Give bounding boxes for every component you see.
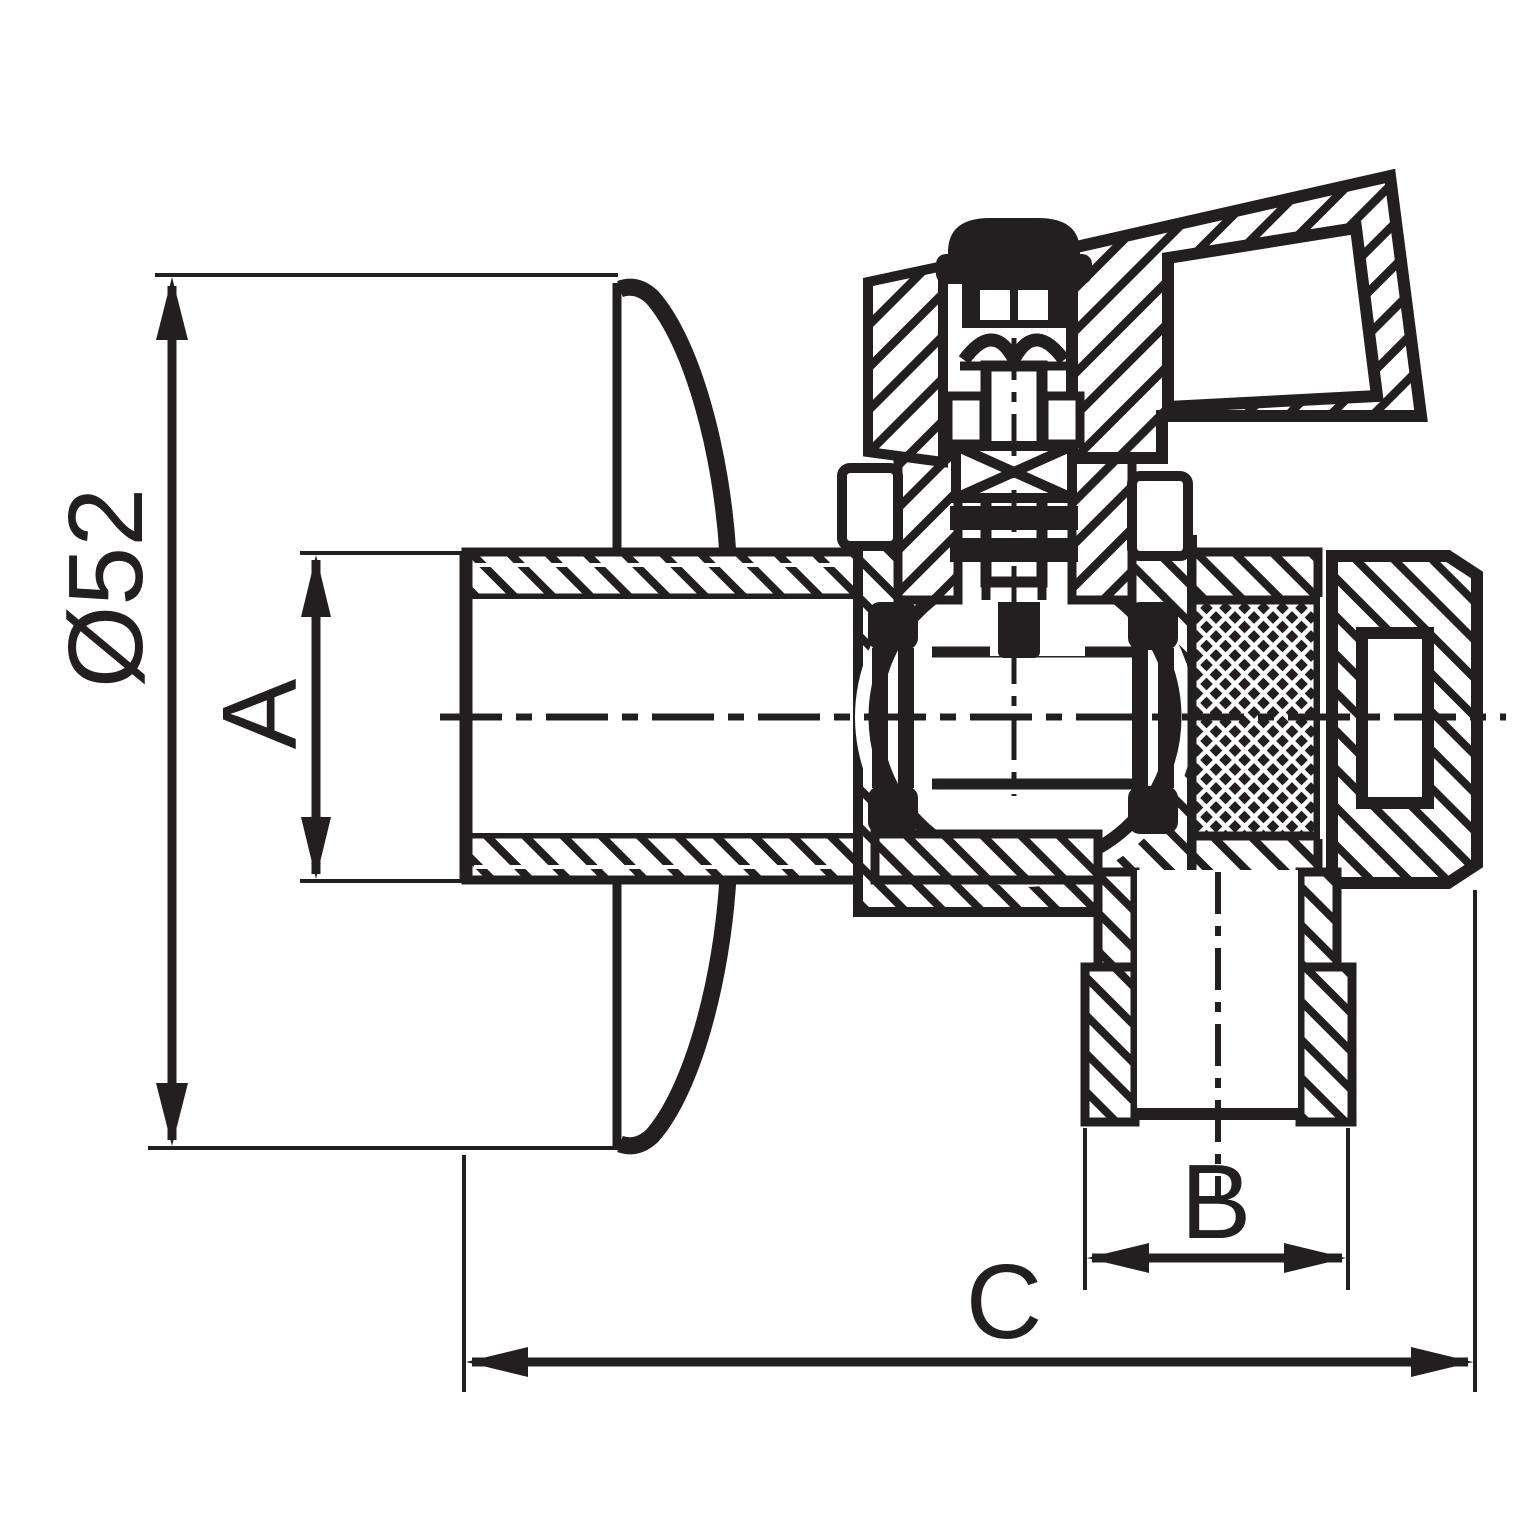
outlet-neck-right-wall [1295, 867, 1342, 974]
dimension-b-label: B [1181, 1143, 1252, 1261]
bonnet-hex-left [837, 463, 903, 551]
dimension-diameter-label: Ø52 [47, 488, 165, 688]
stem-washer-left [943, 391, 989, 449]
handle-hub-left [863, 259, 948, 468]
dimension-c-label: C [966, 1243, 1043, 1361]
stem-washer-right [1039, 391, 1085, 449]
dim-c-arrow-right [1411, 1347, 1473, 1377]
centerlines [440, 262, 1506, 1198]
rosette-bell-bottom [617, 876, 737, 1155]
seat-oring-bottom-left [868, 786, 918, 834]
dim-diameter-arrow-down [156, 1083, 188, 1146]
dim-a-arrow-down [301, 817, 331, 879]
seat-oring-bottom-right [1128, 786, 1178, 834]
body-bottom-wall [870, 829, 1103, 885]
valve-body-center [853, 535, 1197, 917]
dimension-a-label: A [201, 678, 319, 749]
screw-slot-right [1018, 290, 1048, 320]
dimension-a: A [201, 551, 466, 883]
dim-b-arrow-left [1087, 1243, 1149, 1273]
seat-oring-top-left [868, 602, 918, 650]
outlet-neck-left-wall [1093, 867, 1140, 974]
handle-lever-opening [1162, 221, 1384, 414]
knurl-top-wall [1187, 547, 1323, 605]
bonnet-right-block [1067, 447, 1137, 605]
seat-oring-top-right [1128, 602, 1178, 650]
outlet-thread-left-wall [1080, 962, 1140, 1127]
rosette-bell-top [617, 278, 737, 557]
bottom-outlet-port [870, 829, 1357, 1127]
dim-c-arrow-left [466, 1347, 528, 1377]
screw-slot-left [980, 290, 1010, 320]
inlet-top-wall [461, 547, 880, 603]
outlet-thread-right-wall [1295, 962, 1357, 1127]
bonnet-left-block [893, 447, 963, 605]
dim-b-arrow-right [1284, 1243, 1346, 1273]
dimension-c: C [462, 890, 1477, 1392]
dimension-diameter: Ø52 [47, 273, 618, 1150]
dimension-b: B [1083, 1128, 1350, 1290]
ball-seats [868, 602, 1178, 834]
seat-ring-right-inner [1132, 648, 1148, 788]
inlet-bottom-wall [461, 829, 880, 885]
dim-a-arrow-up [301, 555, 331, 617]
dim-diameter-arrow-up [156, 277, 188, 340]
bonnet-hex-right [1127, 471, 1193, 561]
